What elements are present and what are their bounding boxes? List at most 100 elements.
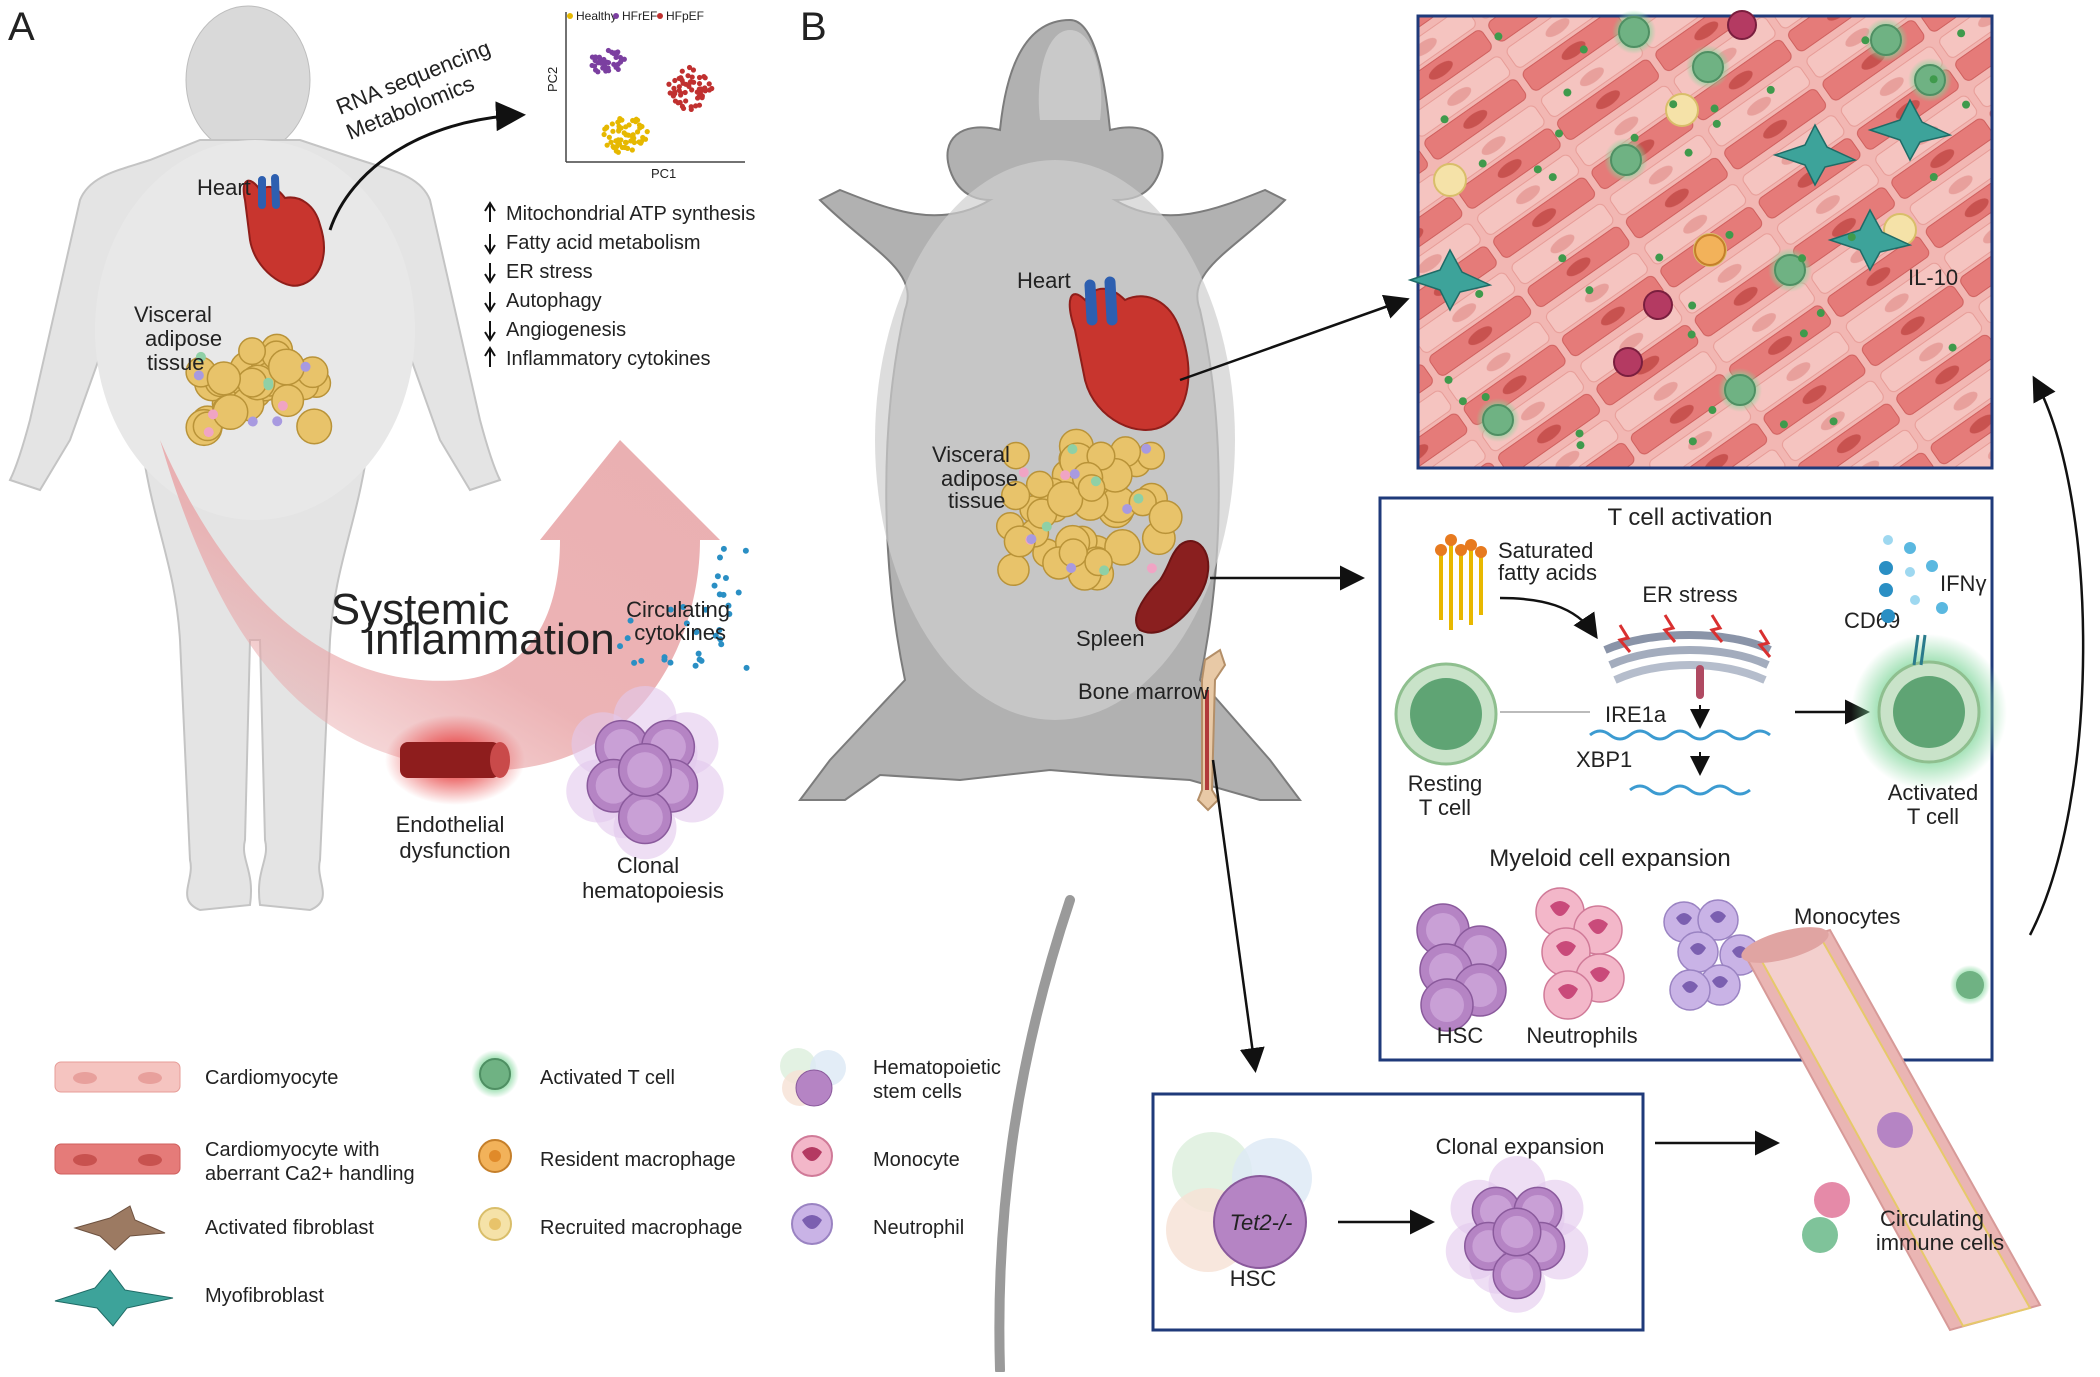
- circulating-label-2: immune cells: [1876, 1230, 2004, 1255]
- resting-label-2: T cell: [1419, 795, 1471, 820]
- human-body-figure: [8, 5, 502, 912]
- ifng-dot: [1936, 602, 1948, 614]
- activated-tcell: [1482, 404, 1514, 436]
- heart-a-icon: [242, 174, 325, 287]
- il10-dot: [1494, 32, 1503, 41]
- cardiomyocyte-icon: [54, 1061, 181, 1093]
- cytokine-dot: [712, 632, 719, 639]
- il10-dot: [1563, 88, 1572, 97]
- adipocyte: [1136, 441, 1166, 470]
- pca-legend-dot: [567, 13, 573, 19]
- tcell-activation-panel: [1378, 496, 1994, 1062]
- tet2-label: Tet2-/-: [1230, 1210, 1293, 1235]
- legend-label: Cardiomyocyte: [205, 1067, 338, 1089]
- cytokine-dot: [638, 657, 645, 664]
- cytokine-dot: [720, 545, 727, 552]
- il10-dot: [1558, 254, 1567, 263]
- il10-dot: [1688, 437, 1697, 446]
- activated-fibroblast-icon: [73, 1205, 166, 1251]
- immune-cell: [193, 370, 204, 381]
- adipocyte: [1058, 538, 1088, 568]
- monocyte-nucleus: [1712, 976, 1728, 988]
- hsc-clonal-label: HSC: [1230, 1266, 1277, 1291]
- pca-point-hfpef: [706, 81, 712, 87]
- pca-point-hfpef: [696, 102, 703, 108]
- adipocyte: [237, 367, 268, 398]
- pca-point-hfref: [605, 68, 612, 74]
- hsc-nucleus: [1430, 988, 1464, 1022]
- adipocyte: [997, 553, 1030, 587]
- clonal-cluster-a-icon: [566, 686, 724, 860]
- resident-macrophage: [1694, 234, 1726, 266]
- aberrant-cardiomyocyte-icon: [54, 1143, 181, 1175]
- tet2-hsc-icon: [1166, 1132, 1312, 1272]
- vessel-icon: [385, 715, 525, 805]
- il10-dot: [1957, 29, 1966, 38]
- pca-point-hfpef: [677, 99, 683, 106]
- pca-point-hfpef: [686, 64, 693, 71]
- neutrophil-nucleus: [1590, 967, 1610, 982]
- il10-dot: [1712, 119, 1721, 128]
- pca-point-healthy: [610, 143, 616, 150]
- cardiomyocyte-icon: [138, 1072, 162, 1084]
- immune-cell: [203, 427, 214, 438]
- pca-point-healthy: [610, 128, 616, 134]
- pca-point-hfpef: [683, 98, 689, 104]
- adipocyte: [1000, 480, 1031, 511]
- cytokine-dot: [695, 650, 702, 657]
- il10-dot: [1687, 330, 1696, 339]
- pca-point-hfpef: [679, 68, 685, 74]
- adipocyte: [212, 393, 249, 431]
- immune-cell: [1122, 503, 1133, 514]
- pca-point-hfref: [605, 59, 612, 66]
- legend-label: Resident macrophage: [540, 1149, 736, 1171]
- hsc-nucleus: [1463, 935, 1497, 969]
- xbp1-mrna-icon: [1589, 705, 1771, 796]
- adipocyte: [1148, 500, 1183, 535]
- il10-dot: [1829, 417, 1838, 426]
- pca-point-hfpef: [696, 80, 703, 87]
- pca-point-hfpef: [688, 104, 694, 110]
- up-arrow-icon: [484, 201, 496, 212]
- cytokine-dot: [667, 659, 674, 666]
- pca-point-hfpef: [696, 74, 703, 81]
- legend-label: Activated T cell: [540, 1067, 675, 1089]
- resting-tcell-icon: [1394, 662, 1498, 766]
- sfa-arrow: [1499, 596, 1598, 640]
- heart-b-icon: [1068, 276, 1190, 431]
- ifng-dot: [1904, 542, 1916, 554]
- il10-dot: [1688, 301, 1697, 310]
- immune-cell: [1026, 534, 1037, 545]
- hsc-myeloid-label: HSC: [1437, 1023, 1484, 1048]
- bone-marrow-label: Bone marrow: [1078, 679, 1209, 704]
- pca-point-healthy: [622, 139, 629, 145]
- pca-point-healthy: [630, 134, 636, 141]
- panel-a-letter: A: [8, 5, 35, 49]
- pca-point-hfpef: [672, 77, 678, 84]
- il10-dot: [1669, 100, 1678, 109]
- pca-point-healthy: [642, 136, 649, 142]
- hsc-nucleus: [627, 752, 663, 788]
- pca-point-hfpef: [670, 93, 676, 99]
- immune-cell: [247, 416, 258, 427]
- cytokine-dot: [631, 659, 638, 666]
- cytokine-dot: [702, 606, 709, 613]
- pca-point-healthy: [622, 144, 628, 151]
- down-arrow-icon: [484, 302, 496, 313]
- pca-point-hfpef: [672, 98, 679, 104]
- heart-b-label: Heart: [1017, 268, 1071, 293]
- bone-to-clonal-arrow: [1211, 759, 1265, 1073]
- neutrophil-icon: [802, 1215, 822, 1229]
- ire1a-label: IRE1a: [1605, 702, 1667, 727]
- clonal-expansion-label: Clonal expansion: [1436, 1134, 1605, 1159]
- ifng-dot: [1926, 560, 1938, 572]
- immune-cell: [277, 400, 288, 411]
- heart-to-tissue-arrow: [1179, 294, 1410, 382]
- ifng-label: IFNγ: [1940, 571, 1986, 596]
- cytokine-dot: [716, 627, 723, 634]
- ifng-dot: [1879, 561, 1893, 575]
- vat-a-label-2: adipose: [145, 326, 222, 351]
- pca-point-hfpef: [696, 86, 702, 92]
- cytokine-dot: [683, 620, 690, 627]
